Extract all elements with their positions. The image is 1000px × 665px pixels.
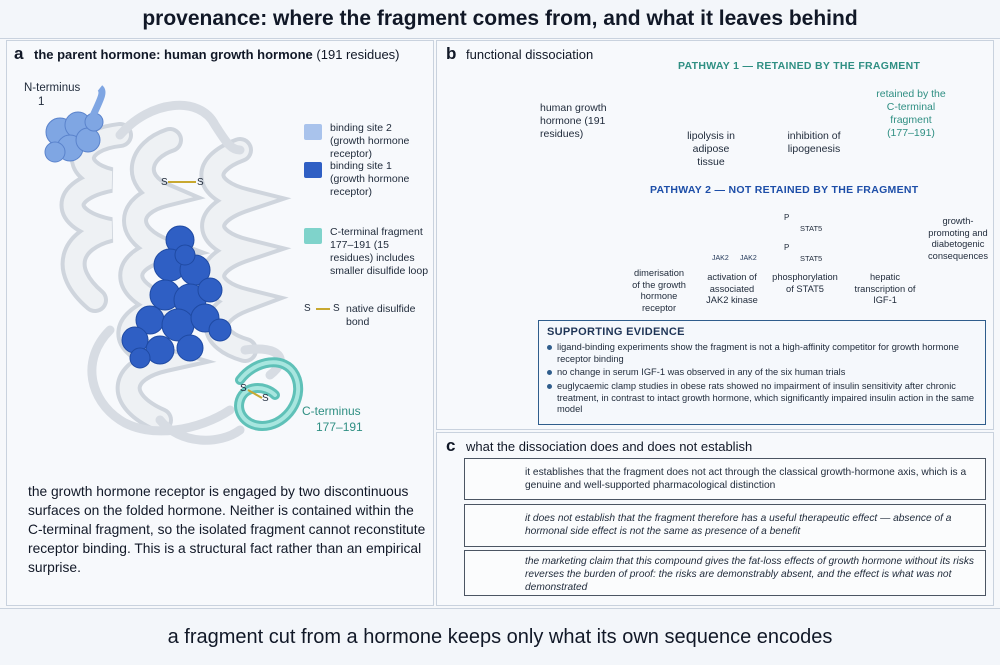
conclusion-text: the marketing claim that this compound g… [525,556,975,593]
pathway2-title: PATHWAY 2 — NOT RETAINED BY THE FRAGMENT [650,184,919,196]
legend-site2-label: binding site 2 (growth hormone receptor) [330,122,410,160]
legend-disulfide-s1: S [304,303,311,314]
page-title: provenance: where the fragment comes fro… [0,0,1000,39]
panel-b-heading: functional dissociation [466,47,594,62]
pathway2-step3: phosphorylation of STAT5 [772,272,838,294]
conclusion-row: it establishes that the fragment does no… [464,458,986,500]
pathway2-step4: hepatic transcription of IGF-1 [854,272,916,305]
n-terminus-label: N-terminus [24,82,81,94]
phospho-p-bottom: P [784,243,790,252]
evidence-item: no change in serum IGF-1 was observed in… [547,367,977,379]
evidence-item: euglycaemic clamp studies in obese rats … [547,381,977,416]
legend-swatch-site2 [304,124,322,140]
jak2-label-right: JAK2 [740,255,757,262]
panel-a-label: a [14,44,24,63]
disulfide-bond-2 [247,389,263,399]
c-terminus-range: 177–191 [316,420,363,434]
stat5-label-bottom: STAT5 [800,254,823,263]
c-terminus-label: C-terminus [302,404,361,418]
stat5-label-top: STAT5 [800,224,823,233]
supporting-evidence-box: SUPPORTING EVIDENCE ligand-binding exper… [538,320,986,425]
conclusion-row: it does not establish that the fragment … [464,504,986,547]
n-terminus-tail [88,85,106,120]
evidence-item-text: no change in serum IGF-1 was observed in… [557,367,846,377]
bullet-icon [547,370,552,375]
conclusion-text: it does not establish that the fragment … [525,513,952,537]
evidence-item-text: ligand-binding experiments show the frag… [557,342,959,364]
legend-swatch-fragment [304,228,322,244]
legend-disulfide-s2: S [333,303,340,314]
panel-b-label: b [446,44,457,63]
pathway1-step1: lipolysis in adipose tissue [687,130,735,168]
legend-disulfide-label: native disulfide bond [346,303,416,328]
pathway2-step1: dimerisation of the growth hormone recep… [632,268,686,313]
panel-c-label: c [446,436,456,455]
pathway1-step2: inhibition of lipogenesis [787,130,841,155]
helix-ribbons [59,100,292,445]
conclusion-text: it establishes that the fragment does no… [525,467,967,491]
disulfide-s-right: S [197,177,204,188]
conclusion-row: the marketing claim that this compound g… [464,550,986,596]
panel-a-heading-bold: the parent hormone: human growth hormone [34,47,313,62]
binding-site-2 [44,111,104,163]
panel-a-body: the growth hormone receptor is engaged b… [28,484,426,575]
pathway1-note: retained by the C-terminal fragment (177… [876,88,946,139]
panel-c-heading: what the dissociation does and does not … [466,439,753,454]
binding-site-1 [121,225,232,369]
evidence-item-text: euglycaemic clamp studies in obese rats … [557,381,975,414]
evidence-item: ligand-binding experiments show the frag… [547,342,977,365]
hgh-label: human growth hormone (191 residues) [540,102,607,140]
bullet-icon [547,345,552,350]
panel-a-heading-rest: (191 residues) [316,47,400,62]
pathway2-step2: activation of associated JAK2 kinase [706,272,758,305]
panel-a-heading: the parent hormone: human growth hormone… [34,47,400,62]
pathway2-step5: growth-promoting and diabetogenic conseq… [928,216,988,261]
legend-site1-label: binding site 1 (growth hormone receptor) [330,160,410,198]
pathway1-title: PATHWAY 1 — RETAINED BY THE FRAGMENT [678,60,921,72]
legend-swatch-site1 [304,162,322,178]
disulfide-s-left: S [161,177,168,188]
legend-fragment-label: C-terminal fragment 177–191 (15 residues… [330,226,429,277]
n-terminus-number: 1 [38,96,45,108]
page-footer: a fragment cut from a hormone keeps only… [0,608,1000,665]
jak2-label-left: JAK2 [712,255,729,262]
disulfide-s-c2: S [262,393,269,404]
phospho-p-top: P [784,213,790,222]
bullet-icon [547,384,552,389]
disulfide-s-c1: S [240,383,247,394]
evidence-heading: SUPPORTING EVIDENCE [547,326,685,338]
